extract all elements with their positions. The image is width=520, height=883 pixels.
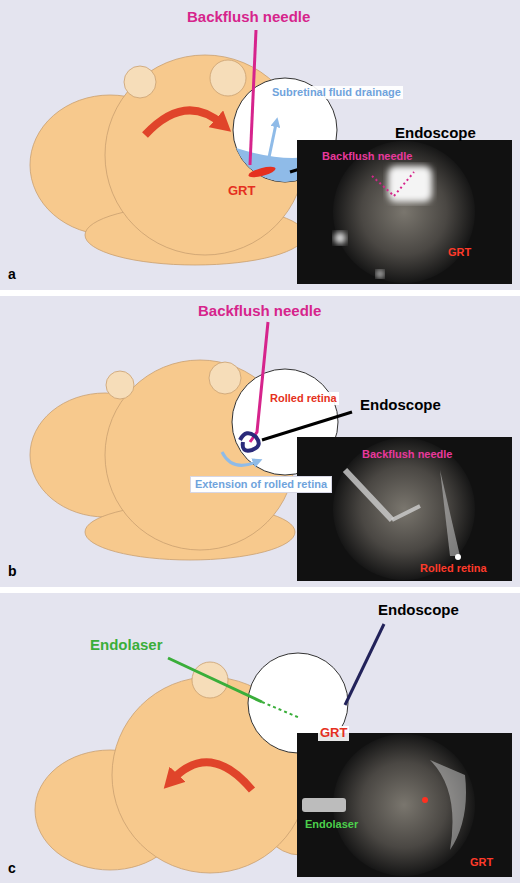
panel-letter: a	[8, 266, 16, 282]
ear	[124, 66, 156, 98]
instrument-label: Endoscope	[395, 124, 476, 141]
endoscope-photo	[297, 733, 512, 877]
panel-divider	[0, 290, 520, 296]
fellow-eye	[192, 662, 228, 698]
endoscope-photo	[297, 140, 512, 284]
box-text: Extension of rolled retina	[195, 478, 327, 491]
rolled-retina	[240, 433, 259, 451]
needle-line	[250, 322, 268, 442]
photo-label: Endolaser	[305, 818, 358, 831]
rotation-arrow	[145, 110, 222, 135]
panel-letter: c	[8, 860, 16, 876]
drainage-arrow	[268, 124, 276, 162]
rotation-arrow	[172, 762, 252, 790]
instrument-label: Endoscope	[360, 396, 441, 413]
endoscope-photo	[297, 437, 512, 581]
instrument-label: Backflush needle	[198, 302, 321, 319]
annotation-box: Extension of rolled retina	[190, 476, 332, 493]
endolaser-line	[168, 658, 262, 702]
photo-label: GRT	[448, 246, 471, 259]
laser-beam	[262, 702, 300, 718]
photo-label: Backflush needle	[322, 150, 412, 163]
grt-mark	[247, 165, 276, 180]
instrument-label: Endoscope	[378, 601, 459, 618]
photo-label: Backflush needle	[362, 448, 452, 461]
instrument-label: Endolaser	[90, 636, 163, 653]
annotation: Subretinal fluid drainage	[270, 86, 403, 99]
lesion-label: GRT	[228, 184, 255, 199]
panel-divider	[0, 587, 520, 593]
extension-arrow	[222, 452, 256, 465]
annotation: Rolled retina	[268, 392, 339, 405]
endoscope-line	[262, 412, 352, 440]
needle-line	[250, 30, 256, 165]
panel-letter: b	[8, 563, 17, 579]
lesion-label: GRT	[318, 726, 349, 741]
endoscope-line	[345, 624, 384, 705]
photo-label: GRT	[470, 856, 493, 869]
fellow-eye	[209, 362, 241, 394]
ear	[106, 371, 134, 399]
instrument-label: Backflush needle	[187, 8, 310, 25]
fellow-eye	[210, 60, 246, 96]
photo-label: Rolled retina	[420, 562, 487, 575]
